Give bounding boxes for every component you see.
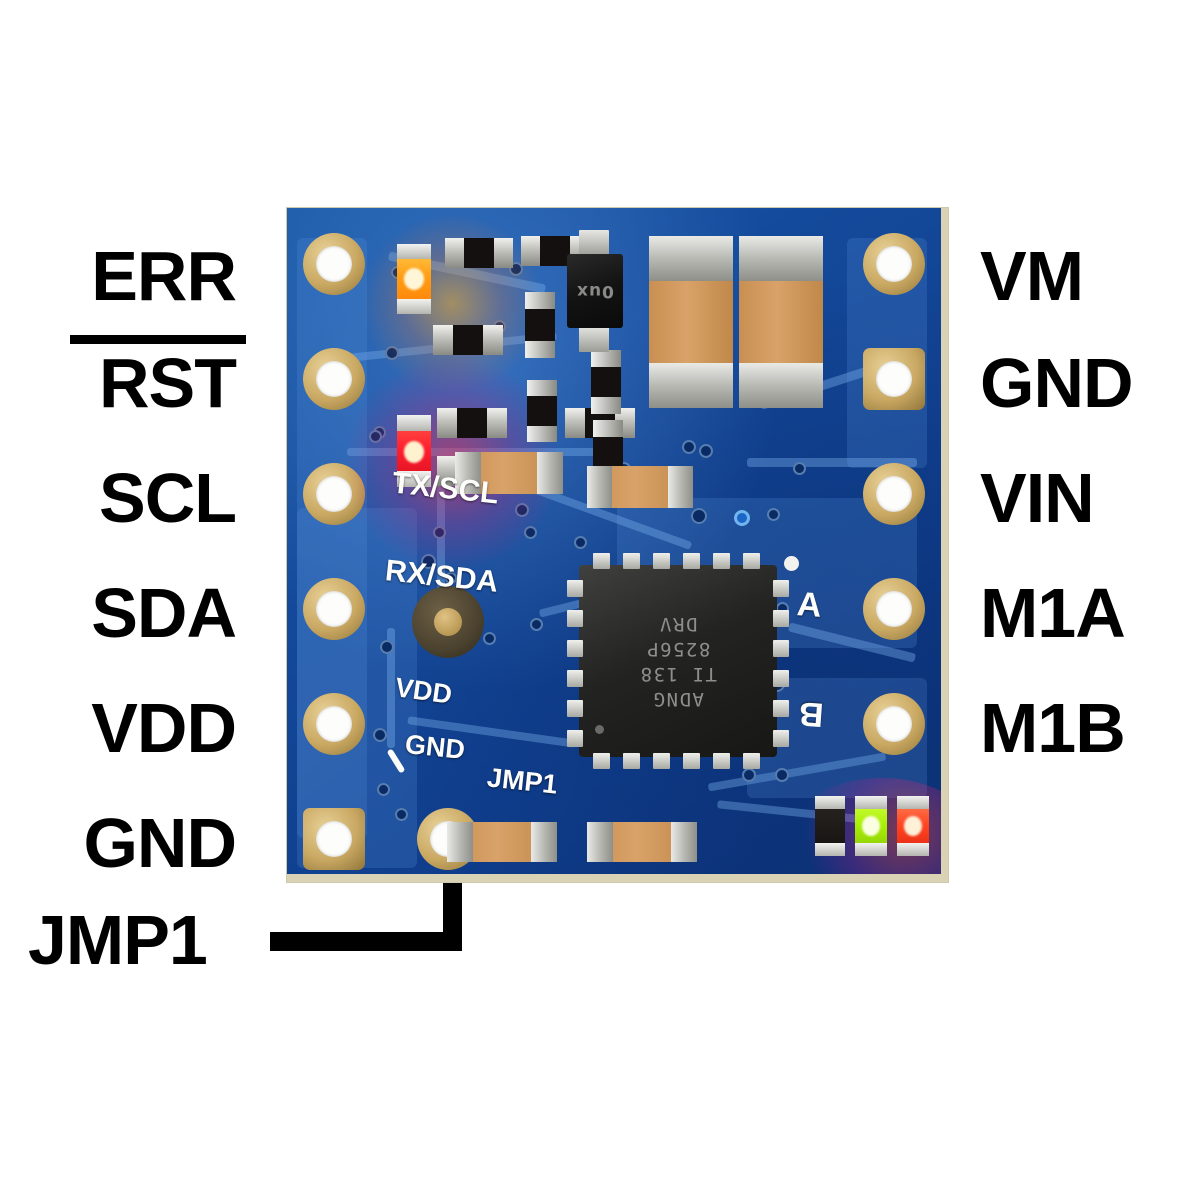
vm-led	[897, 796, 929, 856]
pcb-top-surface: 0ux ADNG TI 138 8256P DRV	[287, 208, 941, 874]
pin-label-jmp1: JMP1	[28, 901, 208, 979]
silk-gnd: GND	[403, 728, 467, 766]
capacitor-c2	[739, 236, 823, 408]
pad-scl[interactable]	[303, 463, 365, 525]
pad-vm[interactable]	[863, 233, 925, 295]
pad-err[interactable]	[303, 233, 365, 295]
capacitor-c1	[649, 236, 733, 408]
pad-sda[interactable]	[303, 578, 365, 640]
pin-label-sda: SDA	[91, 574, 237, 652]
pad-vdd[interactable]	[303, 693, 365, 755]
ic-line-3: TI 138	[639, 663, 717, 685]
pad-gnd-left[interactable]	[303, 808, 365, 870]
center-via-pad	[412, 586, 484, 658]
silk-b: B	[797, 694, 825, 734]
pin-label-err: ERR	[91, 237, 237, 315]
pin-label-gnd: GND	[83, 804, 237, 882]
rst-overline-bar	[70, 335, 246, 344]
silk-jmp1: JMP1	[485, 762, 559, 800]
capacitor-c5	[447, 822, 557, 862]
capacitor-c3	[455, 452, 563, 494]
pcb-board: 0ux ADNG TI 138 8256P DRV	[287, 208, 948, 882]
drv8256p-ic: ADNG TI 138 8256P DRV	[579, 565, 777, 757]
pin-label-scl: SCL	[99, 459, 237, 537]
pin-label-m1b: M1B	[980, 689, 1126, 767]
fault-led	[397, 415, 431, 487]
capacitor-c6	[587, 822, 697, 862]
jmp1-pointer-horizontal	[270, 932, 462, 951]
pad-m1b[interactable]	[863, 693, 925, 755]
pad-gnd-right[interactable]	[863, 348, 925, 410]
ic-line-4: ADNG	[652, 688, 704, 710]
pad-rst[interactable]	[303, 348, 365, 410]
ic-line-1: DRV	[658, 613, 698, 635]
ic-line-2: 8256P	[645, 638, 711, 660]
pad-vin[interactable]	[863, 463, 925, 525]
pin-label-rst: RST	[99, 344, 237, 422]
pad-m1a[interactable]	[863, 578, 925, 640]
pin-label-gnd-right: GND	[980, 344, 1134, 422]
capacitor-c4	[587, 466, 693, 508]
pin-label-m1a: M1A	[980, 574, 1126, 652]
transistor-sot23: 0ux	[567, 254, 623, 328]
pin-label-vm: VM	[980, 237, 1084, 315]
err-led	[397, 244, 431, 314]
silk-a: A	[795, 585, 823, 625]
vdd-led	[855, 796, 887, 856]
pin-label-vin: VIN	[980, 459, 1095, 537]
aux-led	[815, 796, 845, 856]
pin-label-vdd: VDD	[91, 689, 237, 767]
